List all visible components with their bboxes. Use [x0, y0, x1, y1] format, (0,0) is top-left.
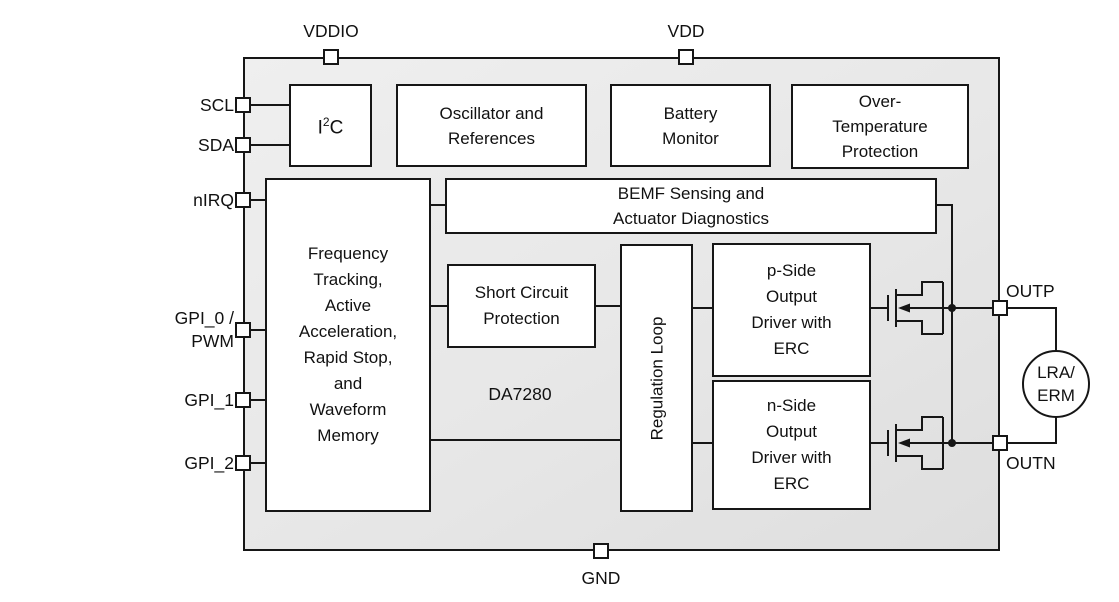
block-i2c: I2C — [289, 84, 372, 167]
chip-part-number: DA7280 — [488, 384, 552, 404]
pin-label-vdd: VDD — [667, 21, 705, 41]
node-dot-outp — [948, 304, 956, 312]
pin-label-gpi2: GPI_2 — [184, 453, 234, 473]
node-dot-outn — [948, 439, 956, 447]
mosfet-p-side-icon — [871, 281, 944, 335]
pin-label-vddio: VDDIO — [303, 21, 359, 41]
block-over-temperature-label: Over- Temperature Protection — [832, 92, 928, 161]
wire-outn-to-actuator — [1007, 417, 1057, 444]
block-p-side-driver: p-Side Output Driver with ERC — [712, 243, 871, 377]
pin-outn — [992, 435, 1008, 451]
block-short-circuit-protection: Short Circuit Protection — [447, 264, 596, 348]
pin-label-sda: SDA — [198, 135, 234, 155]
block-oscillator-label: Oscillator and References — [439, 103, 544, 148]
actuator-circle — [1022, 350, 1090, 418]
actuator-label: LRA/ ERM — [1037, 363, 1075, 405]
mosfet-top-arrow-icon — [898, 303, 910, 313]
pin-vddio — [323, 49, 339, 65]
wire-bemf-sense — [936, 204, 953, 443]
pin-nirq — [235, 192, 251, 208]
pin-label-nirq: nIRQ — [193, 190, 234, 210]
pin-gpi1 — [235, 392, 251, 408]
pin-gpi2 — [235, 455, 251, 471]
pin-outp — [992, 300, 1008, 316]
junctions — [898, 303, 956, 448]
block-over-temperature-protection: Over- Temperature Protection — [791, 84, 969, 169]
block-bemf-sensing: BEMF Sensing and Actuator Diagnostics — [445, 178, 937, 234]
pin-squares — [235, 49, 1008, 559]
mosfet-n-side-icon — [871, 416, 944, 470]
mosfet-bottom-arrow-icon — [898, 438, 910, 448]
block-regulation-loop-label: Regulation Loop — [647, 316, 667, 440]
block-battery-monitor: Battery Monitor — [610, 84, 771, 167]
pin-label-gpi1: GPI_1 — [184, 390, 234, 410]
pin-gnd — [593, 543, 609, 559]
block-frequency-tracking-memory: Frequency Tracking, Active Acceleration,… — [265, 178, 431, 512]
block-frequency-label: Frequency Tracking, Active Acceleration,… — [298, 244, 398, 445]
block-n-side-label: n-Side Output Driver with ERC — [751, 396, 832, 493]
pin-label-scl: SCL — [199, 95, 234, 115]
pin-sda — [235, 137, 251, 153]
block-n-side-driver: n-Side Output Driver with ERC — [712, 380, 871, 510]
pin-label-outp: OUTP — [1006, 281, 1055, 301]
pin-vdd — [678, 49, 694, 65]
block-regulation-loop: Regulation Loop — [620, 244, 693, 512]
pin-label-gnd: GND — [581, 568, 621, 588]
block-battery-label: Battery Monitor — [662, 103, 719, 148]
pin-label-outn: OUTN — [1006, 453, 1056, 473]
pin-gpi0 — [235, 322, 251, 338]
block-short-circuit-label: Short Circuit Protection — [474, 283, 569, 328]
block-bemf-label: BEMF Sensing and Actuator Diagnostics — [613, 184, 769, 228]
wire-outp-to-actuator — [1007, 307, 1057, 351]
block-i2c-label: I2C — [317, 115, 344, 139]
pin-scl — [235, 97, 251, 113]
block-oscillator-references: Oscillator and References — [396, 84, 587, 167]
pin-label-gpi0-pwm: GPI_0 / PWM — [174, 308, 234, 351]
block-p-side-label: p-Side Output Driver with ERC — [751, 261, 832, 358]
